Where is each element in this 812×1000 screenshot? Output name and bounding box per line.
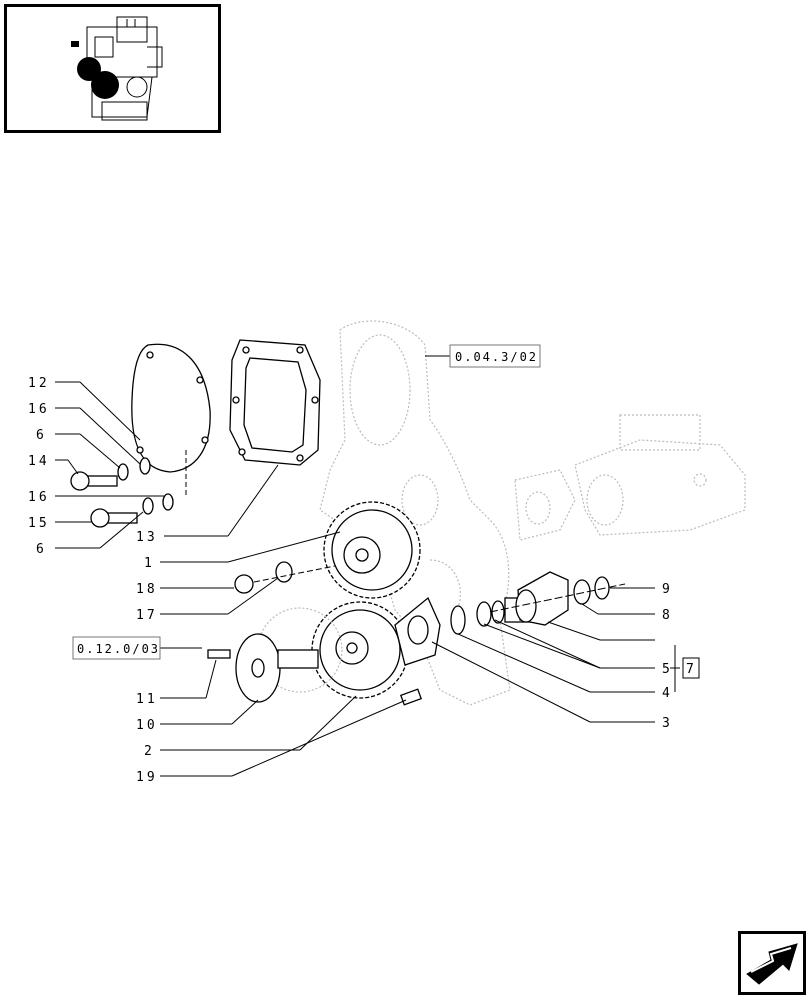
part-19-pin: [399, 688, 423, 706]
part-18-bushing: [234, 574, 254, 594]
label-1: 1: [144, 556, 155, 571]
engine-thumbnail: [4, 4, 221, 133]
label-6-bottom: 6: [36, 542, 47, 557]
part-7-housing: [515, 571, 569, 626]
part-12-cover: [131, 343, 211, 473]
label-12: 12: [28, 376, 50, 391]
part-15-bolt: [90, 508, 138, 528]
label-18: 18: [136, 582, 158, 597]
engine-thumbnail-icon: [71, 16, 163, 121]
part-11-bolt: [207, 649, 231, 659]
label-4: 4: [662, 686, 673, 701]
label-2: 2: [144, 744, 155, 759]
part-10-hub: [235, 633, 319, 703]
label-6-top: 6: [36, 428, 47, 443]
label-14: 14: [28, 454, 50, 469]
washers-6-16: [117, 457, 174, 515]
ref-box-top: 0.04.3/02: [449, 344, 541, 368]
next-page-arrow-icon: [746, 943, 798, 985]
part-1-gear: [323, 501, 421, 599]
part-14-bolt: [70, 471, 118, 491]
injection-pump: [514, 414, 746, 541]
label-9: 9: [662, 582, 673, 597]
label-15: 15: [28, 516, 50, 531]
label-8: 8: [662, 608, 673, 623]
label-16-top: 16: [28, 402, 50, 417]
label-7: 7: [686, 662, 697, 677]
label-16-bottom: 16: [28, 490, 50, 505]
part-13-gasket: [229, 339, 321, 466]
part-9-circlip: [594, 576, 610, 600]
label-17: 17: [136, 608, 158, 623]
part-3-flange: [394, 596, 441, 666]
part-2-gear: [311, 601, 409, 699]
callout-labels: 12 16 6 14 16 15 6 13 1 18 17 11 10 2 19…: [28, 376, 697, 785]
label-13: 13: [136, 530, 158, 545]
label-3: 3: [662, 716, 673, 731]
svg-text:0.04.3/02: 0.04.3/02: [455, 350, 538, 364]
label-5: 5: [662, 662, 673, 677]
label-10: 10: [136, 718, 158, 733]
label-11: 11: [136, 692, 158, 707]
part-17-bushing: [275, 561, 293, 583]
svg-text:0.12.0/03: 0.12.0/03: [77, 642, 160, 656]
next-page-button[interactable]: [738, 931, 806, 995]
label-19: 19: [136, 770, 158, 785]
leader-lines: [55, 355, 680, 777]
timing-case-housing: [319, 320, 511, 706]
ref-box-7: [682, 657, 700, 679]
ref-box-left: 0.12.0/03: [72, 636, 161, 660]
